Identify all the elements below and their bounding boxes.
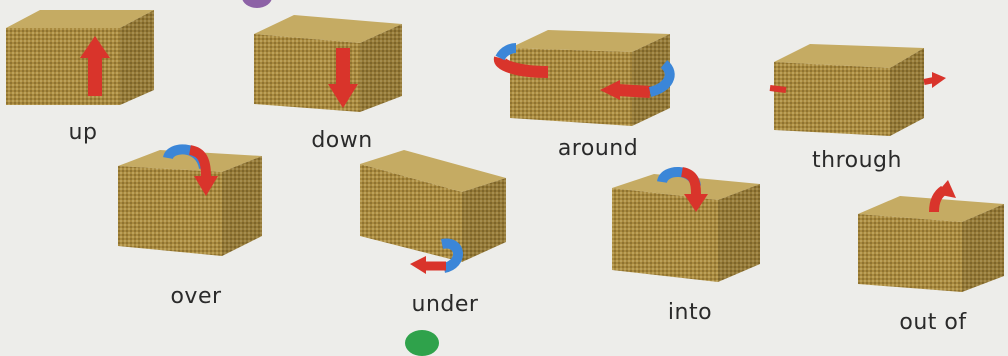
- box-under: [360, 150, 506, 262]
- label-through: through: [812, 148, 902, 173]
- label-out-of: out of: [899, 310, 966, 335]
- box-over: [118, 150, 262, 256]
- box-down: [254, 15, 402, 112]
- label-up: up: [69, 120, 98, 145]
- label-over: over: [170, 284, 221, 309]
- label-around: around: [558, 136, 638, 161]
- box-through: [774, 44, 924, 136]
- label-down: down: [311, 128, 372, 153]
- label-under: under: [412, 292, 479, 317]
- box-into: [612, 174, 760, 282]
- box-up: [6, 10, 154, 105]
- label-into: into: [668, 300, 712, 325]
- box-around: [510, 30, 670, 126]
